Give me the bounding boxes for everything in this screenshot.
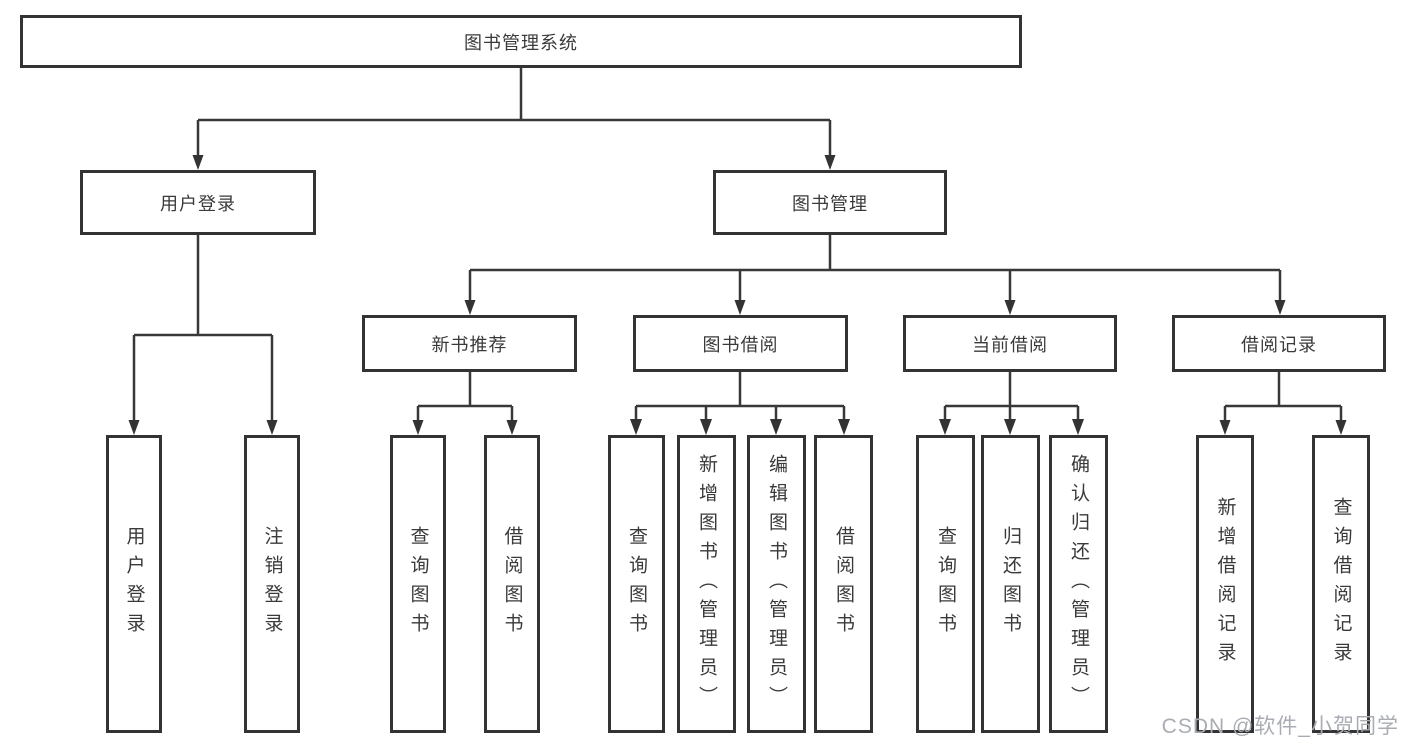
node-label: 编辑图书（管理员） bbox=[766, 453, 787, 715]
node-label: 注销登录 bbox=[261, 526, 283, 642]
node-new-book-recommend: 新书推荐 bbox=[362, 315, 577, 372]
node-label: 查询借阅记录 bbox=[1330, 497, 1352, 671]
node-label: 查询图书 bbox=[935, 526, 956, 642]
node-label: 图书管理 bbox=[792, 193, 868, 214]
node-label: 确认归还（管理员） bbox=[1068, 453, 1089, 715]
node-borrowing-records: 借阅记录 bbox=[1172, 315, 1386, 372]
node-label: 查询图书 bbox=[407, 526, 429, 642]
node-leaf-query-books-current: 查询图书 bbox=[916, 435, 975, 733]
node-label: 新增图书（管理员） bbox=[696, 453, 717, 715]
node-current-borrowing: 当前借阅 bbox=[903, 315, 1117, 372]
node-leaf-query-books-borrow: 查询图书 bbox=[608, 435, 665, 733]
node-leaf-add-books-admin: 新增图书（管理员） bbox=[677, 435, 736, 733]
node-label: 图书管理系统 bbox=[464, 32, 578, 53]
node-leaf-logout: 注销登录 bbox=[244, 435, 300, 733]
edge-borrow-to-leaves bbox=[634, 372, 846, 423]
node-label: 查询图书 bbox=[626, 526, 647, 642]
node-leaf-borrow-books-recommend: 借阅图书 bbox=[484, 435, 540, 733]
node-label: 借阅图书 bbox=[833, 526, 854, 642]
edge-current-to-leaves bbox=[943, 372, 1080, 423]
node-book-borrowing: 图书借阅 bbox=[633, 315, 848, 372]
edge-bookmgmt-to-level3 bbox=[468, 235, 1282, 303]
node-leaf-confirm-return-admin: 确认归还（管理员） bbox=[1049, 435, 1108, 733]
csdn-watermark: CSDN @软件_小贺同学 bbox=[1161, 715, 1399, 738]
node-leaf-user-login: 用户登录 bbox=[106, 435, 162, 733]
node-label: 借阅记录 bbox=[1241, 334, 1317, 355]
node-leaf-query-borrow-record: 查询借阅记录 bbox=[1312, 435, 1370, 733]
node-book-management: 图书管理 bbox=[713, 170, 947, 235]
edge-root-to-level2 bbox=[196, 68, 832, 158]
node-leaf-return-books: 归还图书 bbox=[981, 435, 1040, 733]
node-label: 用户登录 bbox=[123, 526, 145, 642]
node-leaf-edit-books-admin: 编辑图书（管理员） bbox=[747, 435, 806, 733]
node-leaf-borrow-books: 借阅图书 bbox=[814, 435, 873, 733]
node-label: 用户登录 bbox=[160, 193, 236, 214]
node-root-library-system: 图书管理系统 bbox=[20, 15, 1022, 68]
node-leaf-query-books-recommend: 查询图书 bbox=[390, 435, 446, 733]
edge-userlogin-to-leaves bbox=[132, 235, 274, 423]
node-label: 图书借阅 bbox=[702, 334, 779, 355]
node-label: 归还图书 bbox=[1000, 526, 1021, 642]
node-label: 新书推荐 bbox=[431, 334, 508, 355]
node-label: 新增借阅记录 bbox=[1214, 497, 1236, 671]
edge-record-to-leaves bbox=[1223, 372, 1343, 423]
edge-newbook-to-leaves bbox=[416, 372, 514, 423]
node-user-login: 用户登录 bbox=[80, 170, 316, 235]
node-leaf-add-borrow-record: 新增借阅记录 bbox=[1196, 435, 1254, 733]
node-label: 当前借阅 bbox=[972, 334, 1048, 355]
node-label: 借阅图书 bbox=[501, 526, 523, 642]
